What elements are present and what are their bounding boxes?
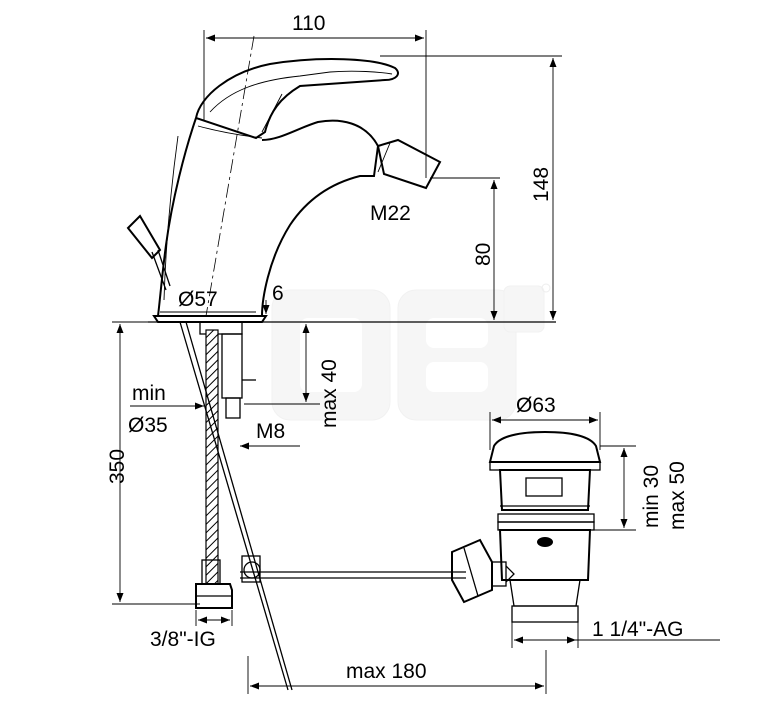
thread-m22-label: M22	[370, 202, 411, 225]
dim-80-label: 80	[472, 243, 495, 266]
dim-max180-label: max 180	[346, 660, 427, 683]
dim-max50-label: max 50	[666, 461, 689, 530]
dimensions: 110 148 M22 80 Ø57 6 max 40 min Ø35 M8	[106, 12, 720, 694]
dim-148-label: 148	[530, 167, 553, 202]
dim-min-label: min	[132, 382, 166, 405]
dim-63-label: Ø63	[516, 394, 556, 417]
dim-350-label: 350	[106, 449, 129, 484]
dim-110-label: 110	[292, 12, 325, 35]
watermark-logo	[271, 283, 551, 421]
thread-m8-label: M8	[256, 420, 285, 443]
dim-max40-label: max 40	[318, 359, 341, 428]
dim-min30-label: min 30	[640, 465, 663, 528]
bidet-faucet-icon	[126, 35, 556, 691]
dim-57-label: Ø57	[178, 288, 218, 311]
thread-3-8-label: 3/8"-IG	[150, 628, 216, 651]
thread-1-1-4-label: 1 1/4"-AG	[592, 618, 684, 641]
pop-up-drain-icon	[451, 430, 602, 623]
dim-6-label: 6	[272, 282, 284, 305]
dim-35-label: Ø35	[128, 414, 168, 437]
